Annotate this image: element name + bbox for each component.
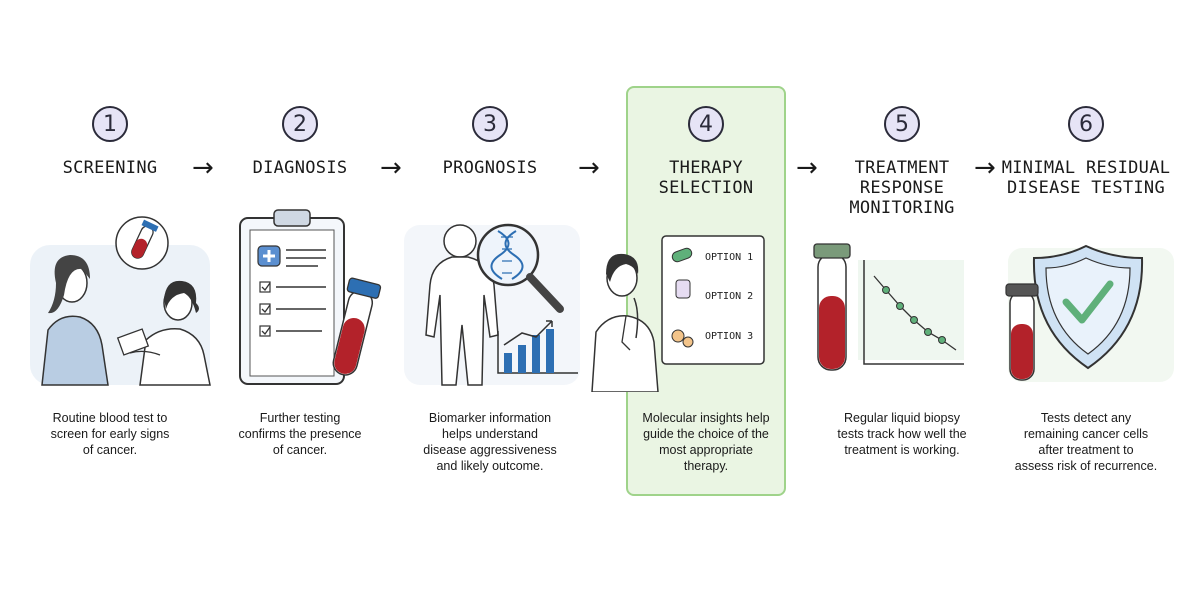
step-2-description-line: of cancer. (272, 443, 328, 457)
step-4-title: THERAPY SELECTION (636, 158, 776, 198)
mrd-testing-illustration (1005, 244, 1174, 382)
step-4-description: Molecular insights help guide the choice… (626, 410, 786, 474)
arrow-2-to-3: → (380, 153, 402, 183)
step-6-title: MINIMAL RESIDUAL DISEASE TESTING (1000, 158, 1172, 198)
step-1-description: Routine blood test to screen for early s… (30, 410, 190, 458)
step-2-title: DIAGNOSIS (230, 158, 370, 178)
step-1-number: 1 (92, 106, 128, 142)
step-4-description-line: guide the choice of the (643, 427, 769, 441)
therapy-option-2: OPTION 2 (705, 291, 753, 302)
arrow-4-to-5: → (796, 153, 818, 183)
step-3-description-line: helps understand (442, 427, 538, 441)
step-5-title: TREATMENT RESPONSE MONITORING (822, 158, 982, 218)
step-4-description-line: most appropriate (659, 443, 753, 457)
arrow-5-to-6: → (974, 153, 996, 183)
step-1-description-line: Routine blood test to (52, 411, 168, 425)
treatment-monitoring-illustration (813, 243, 964, 371)
therapy-selection-illustration: OPTION 1 OPTION 2 OPTION 3 (591, 235, 765, 392)
step-5-title-line-2: RESPONSE (859, 178, 945, 198)
step-5-description-line: treatment is working. (844, 443, 960, 457)
step-4-description-line: therapy. (683, 459, 729, 473)
step-6-title-line-2: DISEASE TESTING (1006, 178, 1166, 198)
step-6-description-line: assess risk of recurrence. (1014, 459, 1158, 473)
step-4-title-line-1: THERAPY (669, 158, 743, 178)
step-1-description-line: screen for early signs (50, 427, 170, 441)
step-6-title-line-1: MINIMAL RESIDUAL (1001, 158, 1171, 178)
step-4-description-line: Molecular insights help (642, 411, 770, 425)
diagnosis-illustration (239, 209, 382, 385)
step-2-description-line: confirms the presence (238, 427, 362, 441)
prognosis-illustration (404, 223, 580, 386)
step-6-description-line: after treatment to (1038, 443, 1134, 457)
arrow-1-to-2: → (192, 153, 214, 183)
step-3-title: PROGNOSIS (420, 158, 560, 178)
step-5-description-line: tests track how well the (837, 427, 967, 441)
step-5-number: 5 (884, 106, 920, 142)
step-3-title-line: PROGNOSIS (442, 158, 538, 178)
step-5-title-line-1: TREATMENT (854, 158, 950, 178)
step-2-number: 2 (282, 106, 318, 142)
step-6-number: 6 (1068, 106, 1104, 142)
step-5-title-line-3: MONITORING (849, 198, 955, 218)
step-4-number: 4 (688, 106, 724, 142)
arrow-3-to-4: → (578, 153, 600, 183)
step-3-number: 3 (472, 106, 508, 142)
step-2-description: Further testing confirms the presence of… (220, 410, 380, 458)
step-6-description: Tests detect any remaining cancer cells … (996, 410, 1176, 474)
step-3-description-line: disease aggressiveness (423, 443, 557, 457)
step-1-title-line: SCREENING (62, 158, 158, 178)
therapy-option-3: OPTION 3 (705, 331, 753, 342)
step-2-title-line: DIAGNOSIS (252, 158, 348, 178)
step-4-title-line-2: SELECTION (658, 178, 754, 198)
step-2-description-line: Further testing (259, 411, 341, 425)
step-3-description: Biomarker information helps understand d… (410, 410, 570, 474)
step-3-description-line: Biomarker information (428, 411, 552, 425)
step-6-description-line: Tests detect any (1040, 411, 1132, 425)
step-5-description-line: Regular liquid biopsy (843, 411, 961, 425)
step-1-description-line: of cancer. (82, 443, 138, 457)
screening-illustration (30, 216, 211, 386)
step-6-description-line: remaining cancer cells (1023, 427, 1149, 441)
step-1-title: SCREENING (40, 158, 180, 178)
step-5-description: Regular liquid biopsy tests track how we… (812, 410, 992, 458)
therapy-option-1: OPTION 1 (705, 252, 753, 263)
step-3-description-line: and likely outcome. (436, 459, 544, 473)
